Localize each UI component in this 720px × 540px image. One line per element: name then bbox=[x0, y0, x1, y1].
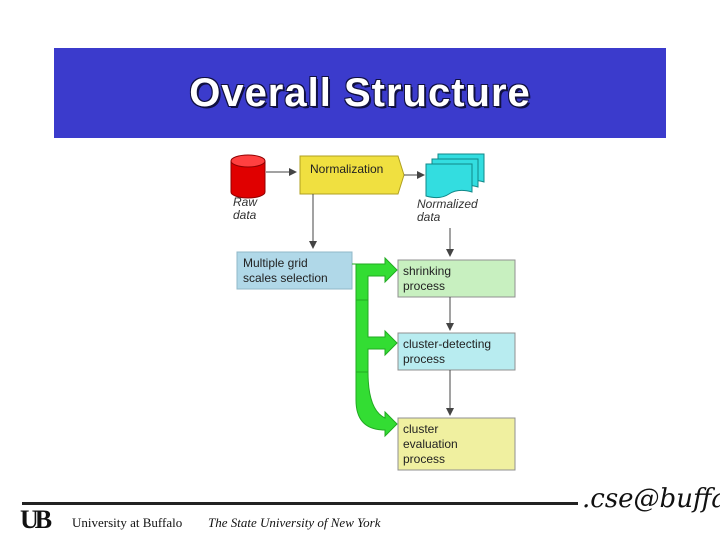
grid-scales-label: Multiple grid scales selection bbox=[243, 256, 328, 286]
shrinking-label: shrinking process bbox=[403, 264, 451, 294]
normalized-label-line2: data bbox=[417, 210, 441, 224]
grid-scales-box bbox=[236, 251, 353, 290]
shrinking-label-line2: process bbox=[403, 279, 446, 293]
normalized-label-line1: Normalized bbox=[417, 197, 478, 211]
title-banner: Overall Structure bbox=[54, 48, 666, 138]
university-tagline: The State University of New York bbox=[208, 515, 381, 530]
raw-data-label: Raw data bbox=[233, 196, 257, 222]
eval-label-line3: process bbox=[403, 452, 446, 466]
raw-data-cylinder bbox=[230, 154, 266, 199]
cluster-detecting-box bbox=[397, 332, 516, 371]
shrinking-process-box bbox=[397, 259, 516, 298]
raw-label-line1: Raw bbox=[233, 195, 258, 209]
normalization-shape bbox=[299, 155, 405, 195]
detect-label-line2: process bbox=[403, 352, 446, 366]
page-title: Overall Structure bbox=[189, 70, 531, 115]
eval-label-line1: cluster bbox=[403, 422, 439, 436]
detect-label-line1: cluster-detecting bbox=[403, 337, 492, 351]
university-name: University at Buffalo bbox=[72, 515, 183, 530]
cluster-evaluation-label: cluster evaluation process bbox=[403, 422, 458, 467]
footer-divider bbox=[22, 502, 578, 505]
normalization-label: Normalization bbox=[310, 162, 384, 176]
ub-logo: UB bbox=[20, 505, 52, 534]
grid-label-line2: scales selection bbox=[243, 271, 328, 285]
cse-buffalo-logo: .cse@buffalo bbox=[582, 484, 720, 514]
cluster-detecting-label: cluster-detecting process bbox=[403, 337, 491, 367]
normalized-data-docs bbox=[425, 153, 485, 199]
cluster-evaluation-box bbox=[397, 417, 516, 471]
grid-label-line1: Multiple grid bbox=[243, 256, 308, 270]
green-bracket-arrows bbox=[352, 256, 398, 438]
eval-label-line2: evaluation bbox=[403, 437, 458, 451]
normalized-data-label: Normalized data bbox=[417, 198, 478, 224]
shrinking-label-line1: shrinking bbox=[403, 264, 452, 278]
raw-label-line2: data bbox=[233, 208, 257, 222]
